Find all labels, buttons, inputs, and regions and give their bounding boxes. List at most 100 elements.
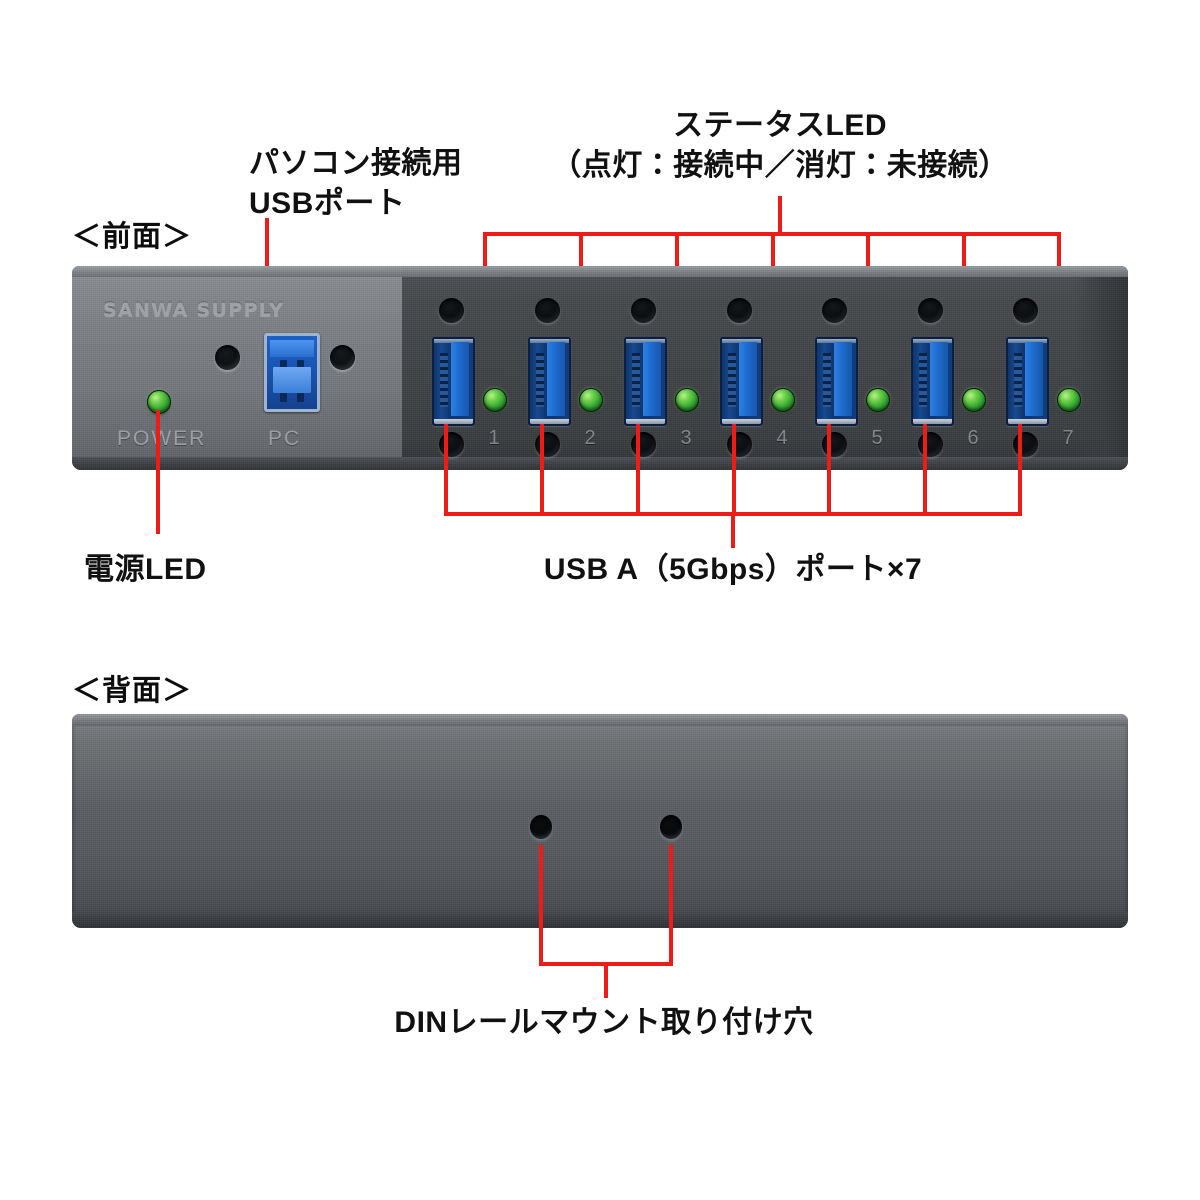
port-number-6: 6 <box>967 427 979 449</box>
leader-usb-a-4 <box>732 424 736 516</box>
leader-usb-a-7 <box>1018 424 1022 516</box>
screw-hole-port-5-bottom <box>822 432 847 457</box>
usb-a-port-6-tongue <box>930 342 948 416</box>
usb-a-port-1-tongue <box>451 342 469 416</box>
leader-usb-a-3 <box>636 424 640 516</box>
usb-a-port-3-lip <box>626 419 665 424</box>
usb-a-port-2-tongue <box>547 342 565 416</box>
usb-b-top-slot <box>270 340 314 357</box>
usb-a-port-6 <box>911 337 954 426</box>
rear-panel-gloss <box>72 726 1128 806</box>
usb-a-port-3-pins <box>632 353 640 407</box>
usb-a-port-1-lip <box>434 419 473 424</box>
usb-a-port-7-sheen <box>1008 339 1047 343</box>
status-led-3 <box>675 388 699 412</box>
front-view-label: ＜前面＞ <box>72 221 193 253</box>
usb-a-port-1 <box>432 337 475 426</box>
usb-b-foot-right <box>297 393 304 402</box>
usb-a-port-5-tongue <box>834 342 852 416</box>
usb-a-port-1-sheen <box>434 339 473 343</box>
usb-a-port-2-pins <box>536 353 544 407</box>
usb-a-port-6-sheen <box>913 339 952 343</box>
screw-hole-port-3-top <box>631 298 656 323</box>
callout-status-led-title: ステータスLED <box>673 109 887 142</box>
leader-din-stem <box>604 962 608 998</box>
leader-usb-a-5 <box>827 424 831 516</box>
usb-b-notch-right <box>297 360 304 367</box>
rear-view-label: ＜背面＞ <box>72 675 193 707</box>
leader-usb-a-stem <box>731 512 735 548</box>
callout-status-led-detail: （点灯：接続中／消灯：未接続） <box>551 149 1009 182</box>
screw-hole-port-6-top <box>918 298 943 323</box>
rear-panel-bottom-chamfer <box>72 912 1128 928</box>
status-led-4 <box>771 388 795 412</box>
usb-a-port-6-lip <box>913 419 952 424</box>
callout-din-rail: DINレールマウント取り付け穴 <box>394 1006 814 1039</box>
port-number-1: 1 <box>488 427 500 449</box>
usb-a-port-7-tongue <box>1025 342 1043 416</box>
screw-hole-port-4-bottom <box>727 432 752 457</box>
port-number-2: 2 <box>584 427 596 449</box>
usb-a-port-7-lip <box>1008 419 1047 424</box>
usb-a-port-2-sheen <box>530 339 569 343</box>
callout-usb-a-ports: USB A（5Gbps）ポート×7 <box>543 553 923 586</box>
screw-hole-port-5-top <box>822 298 847 323</box>
screw-hole-pc-right <box>330 345 355 370</box>
leader-usb-a-1 <box>444 424 448 516</box>
usb-a-port-4-sheen <box>722 339 761 343</box>
usb-a-port-5-lip <box>817 419 856 424</box>
leader-usb-a-6 <box>923 424 927 516</box>
status-led-5 <box>866 388 890 412</box>
rear-panel-top-chamfer <box>72 714 1128 726</box>
usb-b-tongue <box>273 367 311 393</box>
leader-usb-a-2 <box>540 424 544 516</box>
usb-a-port-4-tongue <box>739 342 757 416</box>
front-panel-top-chamfer <box>72 266 1128 277</box>
usb-a-port-3-tongue <box>643 342 661 416</box>
leader-status-led-stem <box>778 196 782 236</box>
screw-hole-pc-left <box>215 345 240 370</box>
usb-b-pc-port <box>264 333 320 412</box>
screw-hole-port-4-top <box>727 298 752 323</box>
brand-logo: SANWA SUPPLY <box>103 299 285 321</box>
usb-a-port-5 <box>815 337 858 426</box>
leader-power-led <box>156 410 160 534</box>
screw-hole-port-7-bottom <box>1013 432 1038 457</box>
power-label: POWER <box>117 427 207 450</box>
port-number-3: 3 <box>680 427 692 449</box>
usb-a-port-1-pins <box>440 353 448 407</box>
screw-hole-port-1-top <box>439 298 464 323</box>
status-led-1 <box>483 388 507 412</box>
usb-a-port-4-pins <box>728 353 736 407</box>
screw-hole-port-2-top <box>535 298 560 323</box>
screw-hole-port-3-bottom <box>631 432 656 457</box>
usb-a-port-2 <box>528 337 571 426</box>
port-number-4: 4 <box>776 427 788 449</box>
leader-din-hole-right <box>669 845 673 966</box>
port-number-7: 7 <box>1062 427 1074 449</box>
screw-hole-port-6-bottom <box>918 432 943 457</box>
front-panel-bottom-chamfer <box>72 457 1128 470</box>
callout-pc-usb-port: パソコン接続用 USBポート <box>249 147 463 220</box>
screw-hole-port-2-bottom <box>535 432 560 457</box>
usb-a-port-5-sheen <box>817 339 856 343</box>
usb-a-port-3-sheen <box>626 339 665 343</box>
din-rail-mount-hole-right <box>660 815 682 839</box>
screw-hole-port-1-bottom <box>439 432 464 457</box>
usb-a-port-6-pins <box>919 353 927 407</box>
callout-power-led: 電源LED <box>84 553 207 586</box>
usb-a-port-4 <box>720 337 763 426</box>
status-led-7 <box>1057 388 1081 412</box>
usb-a-port-5-pins <box>823 353 831 407</box>
usb-a-port-7-pins <box>1014 353 1022 407</box>
front-panel-right-edge <box>1074 266 1128 470</box>
usb-b-foot-left <box>280 393 287 402</box>
leader-din-hole-left <box>539 845 543 966</box>
usb-b-notch-left <box>280 360 287 367</box>
rear-panel <box>72 714 1128 928</box>
pc-label: PC <box>268 427 302 450</box>
status-led-6 <box>962 388 986 412</box>
screw-hole-port-7-top <box>1013 298 1038 323</box>
usb-a-port-2-lip <box>530 419 569 424</box>
